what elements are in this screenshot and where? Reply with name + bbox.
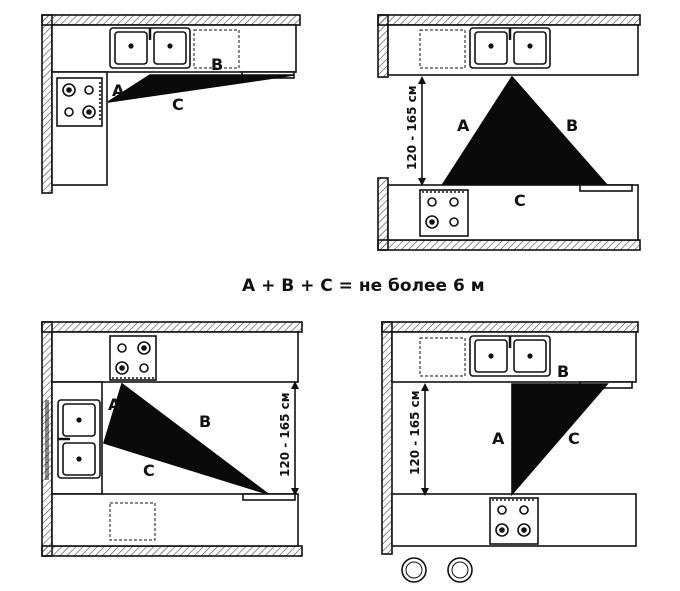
- fridge: [242, 493, 296, 501]
- dishwasher: [109, 502, 156, 541]
- label-c: C: [568, 429, 580, 448]
- wall-bottom: [41, 545, 303, 557]
- sink: [469, 27, 551, 69]
- sink: [109, 27, 191, 69]
- layout-parallel: [377, 14, 641, 251]
- dishwasher: [193, 29, 240, 69]
- counter-top: [51, 331, 299, 383]
- label-b: B: [199, 412, 211, 431]
- dimension-label: 120 - 165 см: [408, 390, 422, 475]
- stool: [401, 557, 427, 583]
- work-triangle: [511, 383, 609, 497]
- wall-left-bottom: [377, 177, 389, 251]
- wall-top: [377, 14, 641, 26]
- counter-bottom: [51, 493, 299, 547]
- fridge: [579, 184, 633, 192]
- label-a: A: [457, 116, 470, 135]
- wall-left: [41, 321, 53, 557]
- label-b: B: [566, 116, 578, 135]
- wall-left: [381, 321, 393, 555]
- stove: [56, 77, 103, 127]
- formula-text: A + B + C = не более 6 м: [242, 276, 485, 296]
- label-a: A: [112, 81, 125, 100]
- label-c: C: [143, 461, 155, 480]
- wall-top: [41, 14, 301, 26]
- dishwasher: [419, 29, 466, 69]
- layout-island: [381, 321, 639, 583]
- stove: [489, 497, 539, 545]
- layout-u-shaped: [41, 321, 303, 557]
- label-a: A: [492, 429, 505, 448]
- label-c: C: [172, 95, 184, 114]
- label-a: A: [108, 395, 121, 414]
- stool: [447, 557, 473, 583]
- dimension-label: 120 - 165 см: [278, 392, 292, 477]
- stove: [109, 335, 157, 381]
- wall-bottom: [377, 239, 641, 251]
- work-triangle: [103, 382, 269, 495]
- wall-top: [41, 321, 303, 333]
- label-b: B: [211, 55, 223, 74]
- sink: [57, 399, 101, 479]
- label-c: C: [514, 191, 526, 210]
- dimension-label: 120 - 165 см: [405, 85, 419, 170]
- work-triangle: [107, 74, 295, 103]
- sink: [469, 335, 551, 377]
- label-b: B: [557, 362, 569, 381]
- wall-top: [381, 321, 639, 333]
- wall-left: [41, 14, 53, 194]
- work-triangle: [441, 75, 608, 185]
- stove: [419, 189, 469, 237]
- dishwasher: [419, 337, 466, 377]
- layout-l-shaped: [41, 14, 301, 194]
